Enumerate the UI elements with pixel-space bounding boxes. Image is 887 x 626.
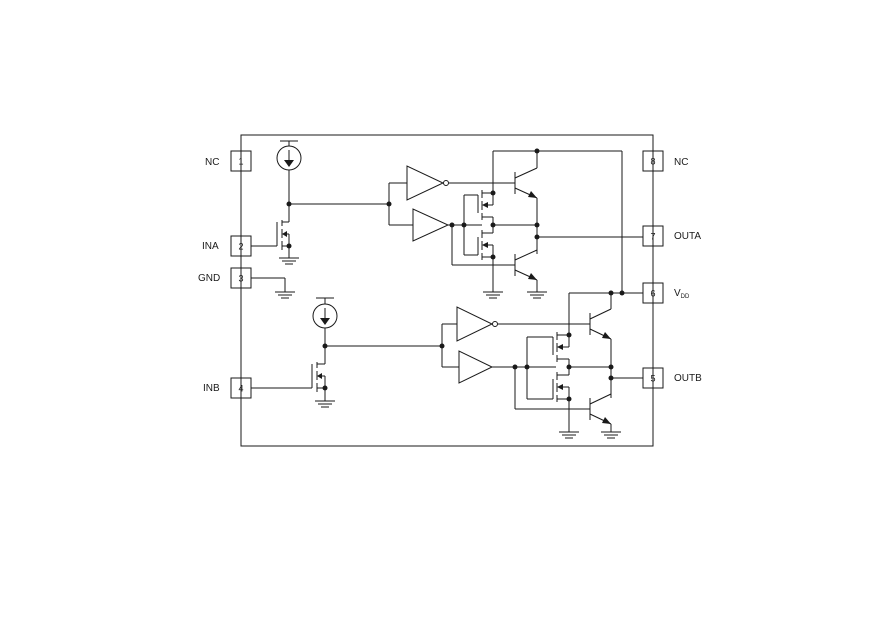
ground-symbol [559,431,579,439]
buffer-a [412,208,482,242]
ground-symbol [315,400,335,408]
ground-symbol [527,291,547,299]
input-nmos-a [251,220,290,258]
current-source-a [276,140,302,222]
pin-2: 2 INA [202,235,252,257]
channel-b [251,292,643,439]
channel-a [251,140,643,299]
current-source-b [312,297,338,364]
ground-symbol [601,431,621,439]
input-nmos-b [251,362,326,401]
gnd-pin-connection [251,277,295,299]
pin-8-number: 8 [650,157,655,167]
pin-3-number: 3 [238,274,243,284]
pin-4: 4 INB [203,377,252,399]
junction-dots [286,148,625,402]
pin-6-label: VDD [674,288,690,300]
inverter-b [456,306,590,342]
bjt-totem-b [589,293,612,432]
pin-2-label: INA [202,241,219,252]
pin-8: 8 NC [642,150,688,172]
pin-8-label: NC [674,157,688,168]
pin-1-label: NC [205,157,219,168]
package-outline [240,134,654,447]
pin-7-number: 7 [650,232,655,242]
pin-4-label: INB [203,383,220,394]
pin-5: 5 OUTB [642,367,702,389]
pin-3: 3 GND [198,267,252,289]
buffer-b [458,350,556,384]
pin-1-number: 1 [238,157,243,167]
pin-7-label: OUTA [674,231,701,242]
pin-5-label: OUTB [674,373,702,384]
ground-symbol [279,257,299,265]
pin-4-number: 4 [238,384,243,394]
pin-3-label: GND [198,273,220,284]
pin-6-number: 6 [650,289,655,299]
pin-5-number: 5 [650,374,655,384]
pin-2-number: 2 [238,242,243,252]
mos-stack-b [556,293,611,432]
pin-1: 1 NC [205,150,252,172]
ground-symbol [483,291,503,299]
bjt-totem-a [514,151,538,292]
inverter-a [406,165,515,201]
pin-6: 6 VDD [642,282,690,304]
pin-7: 7 OUTA [642,225,701,247]
